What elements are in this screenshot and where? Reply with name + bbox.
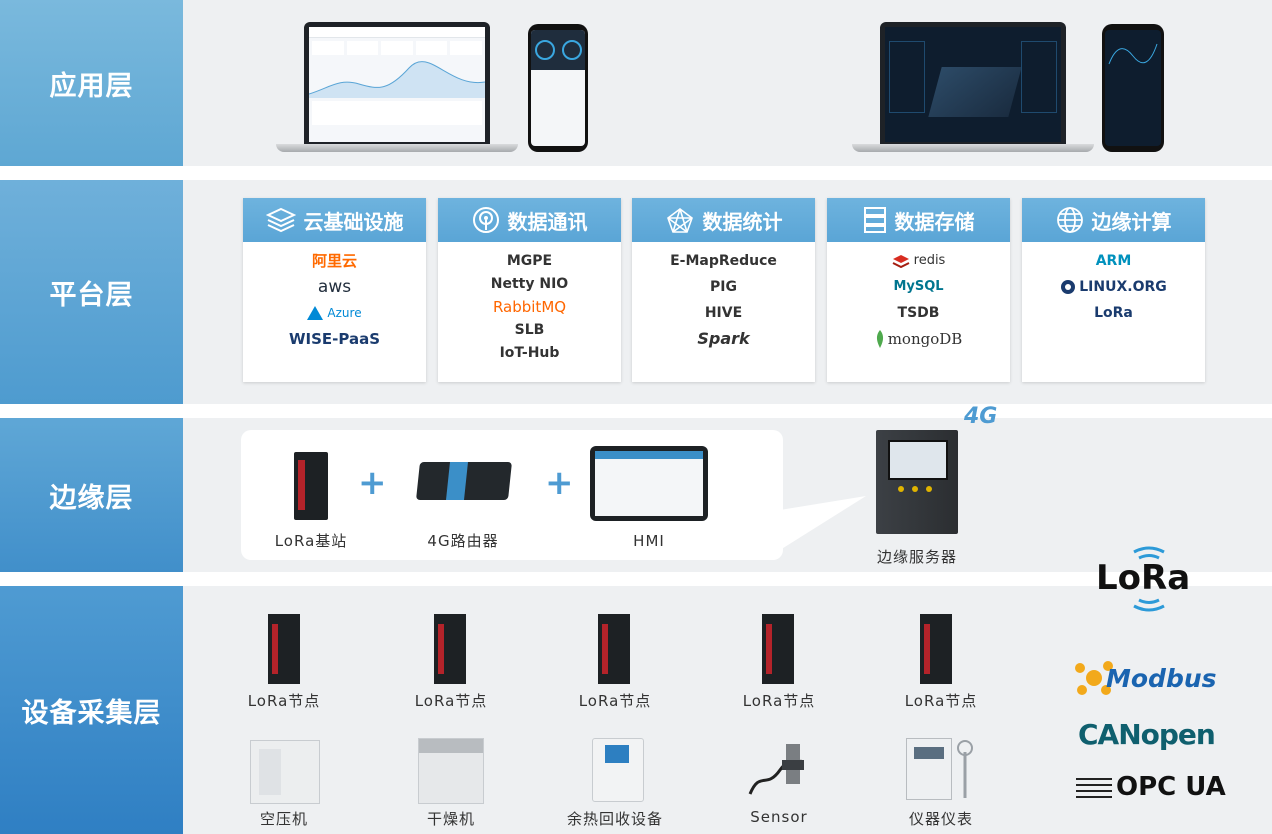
device-label: LoRa节点 [578, 692, 652, 710]
platform-card-storage: 数据存储 redis MySQL TSDB mongoDB [827, 198, 1010, 382]
phone-app-dark [1102, 24, 1164, 152]
card-item: E-MapReduce [670, 253, 777, 269]
platform-layer-label: 平台层 [0, 180, 183, 404]
air-compressor-device [250, 740, 320, 804]
layers-icon [265, 207, 296, 233]
plus-icon: + [545, 463, 574, 503]
mongodb-logo: mongoDB [875, 328, 963, 350]
dryer-device [418, 738, 484, 804]
device-layer-label: 设备采集层 [0, 586, 183, 834]
device-label: LoRa节点 [742, 692, 816, 710]
sensor-device [746, 740, 812, 802]
platform-card-communication: 数据通讯 MGPE Netty NIO RabbitMQ SLB IoT-Hub [438, 198, 621, 382]
card-title: 边缘计算 [1091, 209, 1172, 234]
device-label: 余热回收设备 [566, 810, 663, 828]
lora-node-device [762, 614, 794, 684]
redis-label: redis [913, 253, 946, 268]
hmi-device [590, 446, 708, 521]
lora-node-device [920, 614, 952, 684]
lora-protocol-logo: LoRa [1094, 544, 1204, 616]
card-item: MGPE [506, 253, 553, 269]
device-label: LoRa节点 [904, 692, 978, 710]
application-layer-label: 应用层 [0, 0, 183, 166]
opc-hatch-icon [1076, 778, 1112, 798]
platform-card-edge-computing: 边缘计算 ARM LINUX.ORG LoRa [1022, 198, 1205, 382]
redis-logo: redis [892, 250, 946, 272]
card-item: PIG [710, 279, 737, 295]
molecule-icon [1075, 661, 1113, 695]
lora-protocol-label: LoRa [1096, 558, 1191, 598]
linux-icon [1061, 280, 1076, 294]
linux-label: LINUX.ORG [1079, 279, 1167, 295]
device-label: LoRa节点 [414, 692, 488, 710]
azure-logo: Azure [307, 302, 362, 324]
card-title: 云基础设施 [303, 209, 404, 234]
storage-icon [863, 207, 886, 233]
plus-icon: + [358, 463, 387, 503]
card-item: HIVE [704, 305, 743, 321]
lora-gateway-device [294, 452, 328, 520]
opc-ua-logo: OPC UA [1076, 772, 1226, 802]
azure-icon [307, 306, 324, 320]
opc-ua-label: OPC UA [1116, 772, 1226, 802]
card-item: Netty NIO [490, 276, 569, 292]
linux-org-logo: LINUX.ORG [1060, 276, 1167, 298]
card-item: SLB [514, 322, 545, 338]
lora-node-device [434, 614, 466, 684]
signal-icon [472, 207, 499, 233]
lora-node-device [598, 614, 630, 684]
platform-card-cloud: 云基础设施 阿里云 aws Azure WISE-PaaS [243, 198, 426, 382]
redis-icon [892, 255, 910, 268]
card-title: 数据统计 [702, 209, 783, 234]
device-label: 4G路由器 [427, 532, 499, 550]
device-label: 仪器仪表 [908, 810, 973, 828]
card-item: IoT-Hub [499, 345, 560, 361]
mysql-logo: MySQL [893, 279, 944, 294]
router-device [416, 462, 512, 500]
meter-device [906, 738, 976, 802]
network-icon [666, 208, 693, 233]
device-label: LoRa节点 [247, 692, 321, 710]
aws-logo: aws [317, 277, 352, 297]
azure-label: Azure [327, 306, 362, 320]
phone-app-light [528, 24, 588, 152]
canopen-logo: CANopen [1078, 718, 1216, 751]
spark-logo: Spark [697, 329, 750, 348]
wireless-signal-icon [1133, 546, 1165, 612]
device-label: LoRa基站 [274, 532, 348, 550]
badge-4g: 4G [964, 404, 998, 429]
edge-layer-label: 边缘层 [0, 418, 183, 572]
card-item: TSDB [897, 305, 940, 321]
application-band [0, 0, 1272, 166]
globe-icon [1056, 207, 1083, 233]
edge-server-label: 边缘服务器 [876, 548, 957, 566]
wise-paas-logo: WISE-PaaS [288, 330, 381, 348]
card-title: 数据存储 [894, 209, 975, 234]
device-label: 空压机 [259, 810, 308, 828]
lora-logo-small: LoRa [1094, 305, 1133, 321]
mongodb-icon [876, 330, 883, 348]
card-title: 数据通讯 [507, 209, 588, 234]
heat-recovery-device [592, 738, 644, 802]
device-label: HMI [633, 532, 665, 550]
device-label: Sensor [750, 808, 808, 826]
lora-node-device [268, 614, 300, 684]
mongodb-label: mongoDB [887, 330, 963, 348]
alibaba-logo: 阿里云 [311, 252, 357, 270]
rabbitmq-logo: RabbitMQ [492, 298, 567, 316]
arm-logo: ARM [1095, 253, 1132, 269]
platform-card-statistics: 数据统计 E-MapReduce PIG HIVE Spark [632, 198, 815, 382]
edge-server-cabinet [876, 430, 958, 534]
callout-pointer [780, 496, 866, 550]
modbus-logo: Modbus [1074, 658, 1217, 698]
device-label: 干燥机 [426, 810, 475, 828]
modbus-label: Modbus [1106, 663, 1217, 693]
